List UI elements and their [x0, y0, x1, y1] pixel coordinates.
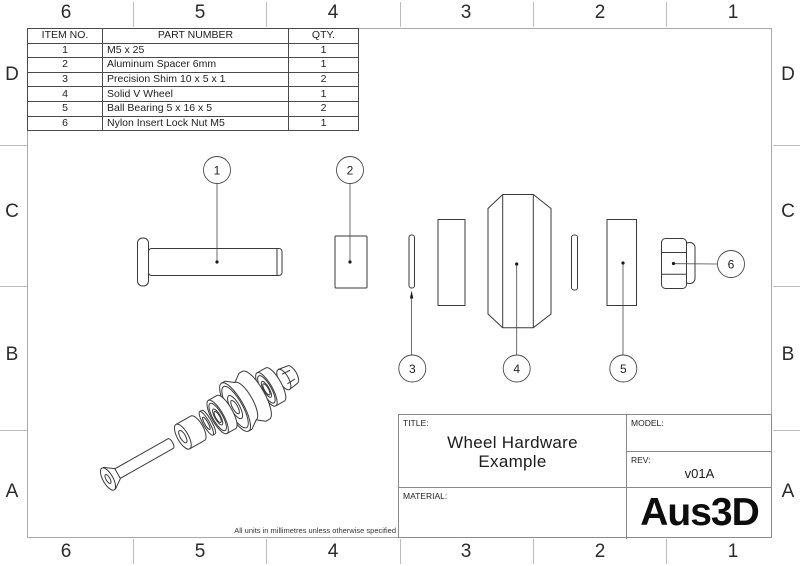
zone-tick [400, 2, 401, 27]
leader-arrow [409, 290, 414, 299]
bom-table: ITEM NO. PART NUMBER QTY. 1 M5 x 25 1 2 … [27, 28, 359, 132]
zone-row-label: A [781, 481, 795, 502]
balloon-3-label: 3 [409, 362, 416, 376]
bom-cell-qty: 2 [288, 71, 359, 88]
bom-cell-qty: 1 [288, 115, 359, 132]
material-label: MATERIAL: [403, 491, 448, 501]
zone-col-label: 6 [60, 2, 72, 23]
table-row: 1 M5 x 25 1 [27, 42, 359, 59]
zone-tick [773, 286, 800, 287]
zone-col-label: 2 [594, 541, 606, 562]
zone-tick [266, 2, 267, 27]
balloon-1 [203, 156, 231, 184]
zone-tick [0, 430, 27, 431]
item-3-shim-right-drawing [571, 234, 578, 291]
item-5-bearing-left-drawing [437, 219, 466, 306]
zone-col-label: 6 [60, 541, 72, 562]
zone-tick [666, 2, 667, 27]
item-4-wheel-drawing [487, 194, 552, 329]
company-logo: Aus3D [640, 491, 760, 534]
table-row: 3 Precision Shim 10 x 5 x 1 2 [27, 71, 359, 88]
zone-col-label: 5 [194, 2, 206, 23]
model-label: MODEL: [631, 418, 664, 428]
iso-bolt [99, 438, 175, 491]
zone-col-label: 3 [460, 2, 472, 23]
balloon-5 [609, 354, 638, 383]
title-block: TITLE: Wheel Hardware Example MATERIAL: … [398, 414, 772, 539]
balloon-4 [502, 354, 531, 383]
item-1-bolt-drawing [137, 237, 283, 287]
title-label: TITLE: [403, 418, 429, 428]
zone-tick [133, 2, 134, 27]
balloon-4-label: 4 [513, 362, 520, 376]
balloon-6 [717, 250, 745, 278]
zone-row-label: C [781, 201, 795, 222]
zone-col-label: 4 [327, 541, 339, 562]
zone-tick [773, 145, 800, 146]
drawing-title-line2: Example [478, 451, 547, 471]
rev-cell: REV: v01A [626, 451, 772, 487]
zone-row-label: D [781, 64, 795, 85]
balloon-3 [398, 354, 427, 383]
balloon-annotations: 1 2 3 4 5 6 [203, 156, 745, 383]
balloon-2-label: 2 [347, 164, 354, 178]
material-cell: MATERIAL: [399, 487, 626, 539]
balloon-5-label: 5 [620, 362, 627, 376]
zone-row-label: B [5, 344, 19, 365]
iso-shim [198, 409, 217, 436]
balloon-2 [336, 156, 364, 184]
zone-row-label: A [5, 481, 19, 502]
table-row: 5 Ball Bearing 5 x 16 x 5 2 [27, 100, 359, 117]
iso-bearing-front [206, 394, 238, 435]
zone-row-label: D [5, 64, 19, 85]
zone-col-label: 5 [194, 541, 206, 562]
drawing-title-line1: Wheel Hardware [447, 433, 578, 452]
zone-row-label: C [5, 201, 19, 222]
units-note: All units in millimetres unless otherwis… [234, 526, 396, 535]
item-3-shim-drawing [408, 234, 415, 289]
zone-col-label: 2 [594, 2, 606, 23]
zone-col-label: 3 [460, 541, 472, 562]
zone-tick [0, 145, 27, 146]
title-cell: TITLE: Wheel Hardware Example [399, 415, 626, 487]
balloon-6-label: 6 [728, 258, 735, 272]
rev-value: v01A [684, 466, 715, 481]
zone-tick [0, 286, 27, 287]
zone-tick [533, 2, 534, 27]
zone-tick [400, 539, 401, 564]
bom-header-row: ITEM NO. PART NUMBER QTY. [27, 28, 359, 44]
model-cell: MODEL: [626, 415, 772, 451]
rev-label: REV: [631, 455, 651, 465]
item-5-bearing-drawing [606, 219, 637, 306]
iso-spacer [173, 415, 207, 450]
zone-tick [773, 430, 800, 431]
zone-col-label: 4 [327, 2, 339, 23]
item-2-spacer-drawing [334, 235, 368, 289]
zone-row-label: B [781, 344, 795, 365]
zone-tick [533, 539, 534, 564]
logo-cell: Aus3D [626, 487, 772, 539]
zone-col-label: 1 [727, 2, 739, 23]
table-row: 6 Nylon Insert Lock Nut M5 1 [27, 115, 359, 132]
isometric-assembly-view [99, 365, 300, 491]
zone-tick [266, 539, 267, 564]
zone-col-label: 1 [727, 541, 739, 562]
iso-bearing-rear [255, 367, 287, 407]
zone-tick [133, 539, 134, 564]
balloon-1-label: 1 [214, 164, 221, 178]
zone-tick [666, 539, 667, 564]
